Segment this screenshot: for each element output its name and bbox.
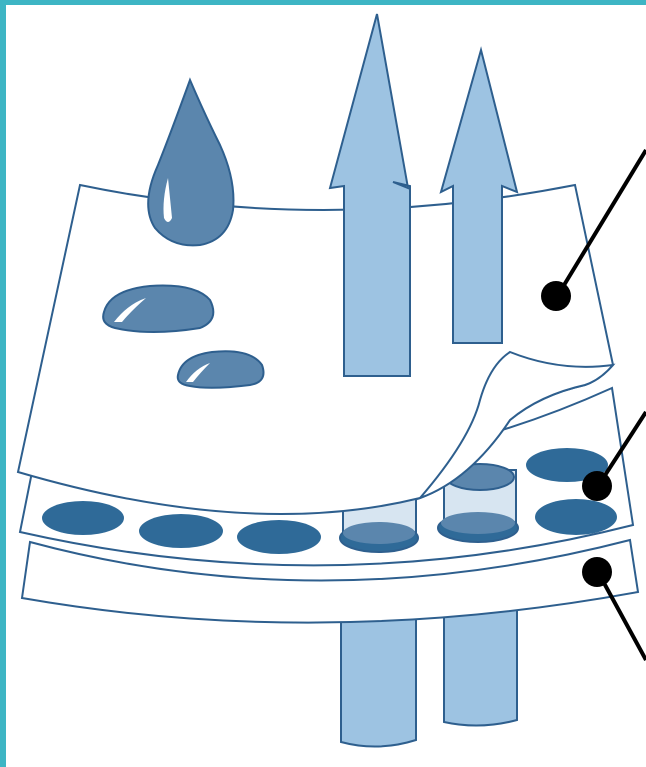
absorbent-bead-3	[237, 520, 321, 554]
absorbent-bead-5	[535, 499, 617, 535]
absorbent-bead-1	[42, 501, 124, 535]
air-flow-arrow-left	[341, 610, 416, 747]
air-flow-arrow-right	[444, 610, 517, 726]
water-drop-icon	[148, 80, 233, 245]
absorbent-bead-2	[139, 514, 223, 548]
